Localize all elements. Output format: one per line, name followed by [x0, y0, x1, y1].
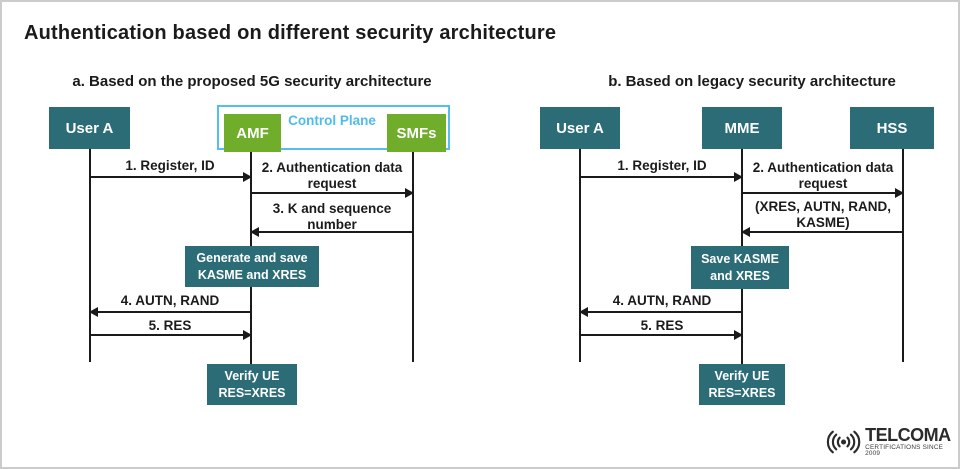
lifeline-smfs: [412, 152, 414, 362]
actor-amf: AMF: [224, 114, 281, 152]
right-msg4-label: 4. AUTN, RAND: [612, 293, 712, 308]
actor-user-a-left: User A: [49, 107, 130, 149]
arrowhead-left-icon: [741, 227, 750, 237]
arrowhead-right-icon: [405, 188, 414, 198]
note-verify-ue-left: Verify UE RES=XRES: [207, 364, 297, 405]
actor-smfs: SMFs: [387, 114, 446, 152]
radio-waves-icon: [826, 430, 861, 454]
right-msg5-label: 5. RES: [640, 318, 684, 333]
left-msg1-arrow: [90, 172, 252, 182]
right-msg5-arrow: [580, 330, 743, 340]
left-msg1-label: 1. Register, ID: [125, 158, 215, 173]
lifeline-user-a-left: [89, 149, 91, 362]
logo-tagline-text: CERTIFICATIONS SINCE 2009: [865, 444, 944, 458]
left-msg4-arrow: [89, 307, 251, 317]
page-title: Authentication based on different securi…: [24, 22, 557, 44]
arrowhead-left-icon: [579, 307, 588, 317]
control-plane-label: Control Plane: [288, 113, 376, 128]
arrowhead-left-icon: [89, 307, 98, 317]
logo-brand-text: TELCOMA: [865, 425, 951, 445]
arrowhead-right-icon: [243, 172, 252, 182]
arrowhead-left-icon: [250, 227, 259, 237]
left-msg2-arrow: [251, 188, 414, 198]
right-msg2-arrow: [742, 188, 904, 198]
lifeline-user-a-right: [579, 149, 581, 362]
left-diagram-subtitle: a. Based on the proposed 5G security arc…: [72, 73, 432, 90]
right-msg1-label: 1. Register, ID: [617, 158, 707, 173]
right-msg3-label: (XRES, AUTN, RAND, KASME): [754, 199, 891, 230]
right-msg4-arrow: [579, 307, 742, 317]
right-msg2-label: 2. Authentication data request: [752, 160, 894, 191]
right-msg1-arrow: [580, 172, 743, 182]
actor-user-a-right: User A: [540, 107, 620, 149]
left-msg5-label: 5. RES: [148, 318, 192, 333]
left-msg5-arrow: [90, 330, 252, 340]
lifeline-hss: [902, 149, 904, 362]
telcoma-logo: TELCOMA CERTIFICATIONS SINCE 2009: [824, 426, 958, 458]
left-msg3-label: 3. K and sequence number: [272, 201, 392, 232]
note-verify-ue-right: Verify UE RES=XRES: [699, 364, 785, 405]
actor-mme: MME: [702, 107, 782, 149]
left-msg2-label: 2. Authentication data request: [261, 160, 403, 191]
left-msg4-label: 4. AUTN, RAND: [120, 293, 220, 308]
note-generate-kasme: Generate and save KASME and XRES: [185, 246, 319, 287]
arrowhead-right-icon: [734, 172, 743, 182]
arrowhead-right-icon: [734, 330, 743, 340]
left-msg3-arrow: [250, 227, 413, 237]
arrowhead-right-icon: [243, 330, 252, 340]
note-save-kasme: Save KASME and XRES: [691, 246, 789, 289]
right-msg3-arrow: [741, 227, 903, 237]
actor-hss: HSS: [850, 107, 934, 149]
arrowhead-right-icon: [895, 188, 904, 198]
right-diagram-subtitle: b. Based on legacy security architecture: [608, 73, 896, 90]
